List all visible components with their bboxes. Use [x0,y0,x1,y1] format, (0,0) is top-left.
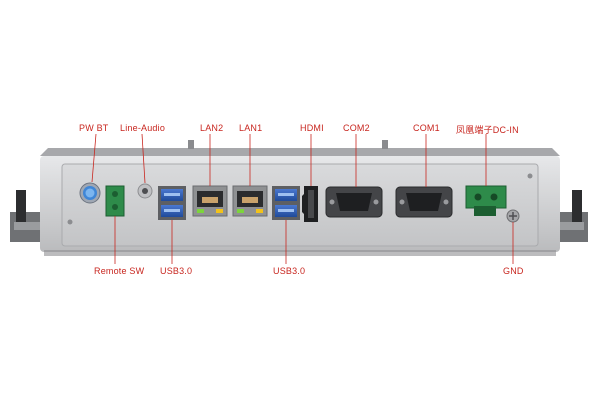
label-com2: COM2 [343,123,370,133]
label-com1: COM1 [413,123,440,133]
label-gnd: GND [503,266,524,276]
dc-in-terminal[interactable] [465,185,507,216]
label-lan1: LAN1 [239,123,263,133]
com2-port[interactable] [325,186,383,218]
usb30-left-stack[interactable] [158,186,186,220]
gnd-screw[interactable] [506,209,520,223]
label-dc-in: 凤凰端子DC-IN [456,125,519,135]
lan1-port[interactable] [232,185,268,217]
label-usb30-left: USB3.0 [160,266,193,276]
remote-sw-terminal[interactable] [105,185,125,217]
lan2-port[interactable] [192,185,228,217]
chassis-top [40,148,560,156]
line-audio-jack[interactable] [137,183,153,199]
usb30-right-stack[interactable] [272,186,300,220]
power-button[interactable] [79,182,101,204]
label-usb30-right: USB3.0 [273,266,306,276]
label-pwr-bt: PW BT [79,123,109,133]
com1-port[interactable] [395,186,453,218]
label-remote-sw: Remote SW [94,266,145,276]
label-lan2: LAN2 [200,123,224,133]
label-line-audio: Line-Audio [120,123,166,133]
hdmi-port[interactable] [302,186,318,222]
label-hdmi: HDMI [300,123,324,133]
